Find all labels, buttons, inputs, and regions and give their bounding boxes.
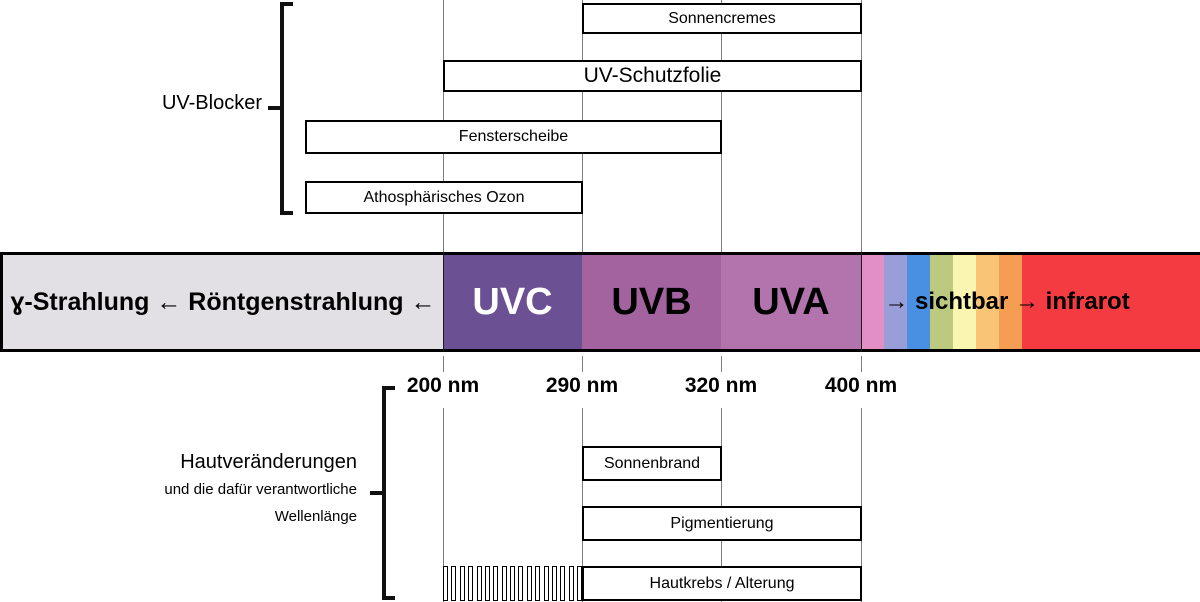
rainbow-stripe [930, 255, 953, 349]
hautveraenderungen-line3: Wellenlänge [274, 508, 357, 525]
rainbow-stripe [861, 255, 884, 349]
box-uv-schutzfolie: UV-Schutzfolie [443, 60, 862, 92]
rainbow-stripe [884, 255, 907, 349]
hatch-bar [535, 566, 541, 601]
uv-blocker-label: UV-Blocker [161, 92, 262, 114]
hautveraenderungen-line1: Hautveränderungen [180, 451, 357, 473]
hatch-bar [518, 566, 524, 601]
gridline-320nm-bottom [721, 408, 722, 602]
gridline-400nm-bottom [861, 408, 862, 602]
uv-blocker-bracket-tick [268, 106, 280, 110]
gridline-400nm-tick [861, 356, 862, 372]
visible-light-rainbow [861, 255, 1022, 349]
hautveraenderungen-bracket-cap-bottom [382, 596, 395, 600]
uvb-label: UVB [611, 280, 692, 323]
hatch-bar [560, 566, 566, 601]
sichtbar-infrarot-label: → sichtbar → infrarot [884, 288, 1130, 315]
hatch-bar [468, 566, 474, 601]
hautveraenderungen-bracket-cap-top [382, 386, 395, 390]
hautveraenderungen-line2: und die dafür verantwortliche [164, 481, 357, 498]
gridline-290nm-bottom [582, 408, 583, 602]
box-fensterscheibe-label: Fensterscheibe [458, 128, 569, 145]
box-pigmentierung: Pigmentierung [582, 506, 862, 541]
box-sonnencremes-label: Sonnencremes [668, 9, 776, 27]
hatch-bar [493, 566, 499, 601]
uva-label: UVA [752, 280, 830, 323]
hatch-bar [551, 566, 557, 601]
band-segment-uvc: UVC [443, 255, 582, 349]
box-pigmentierung-label: Pigmentierung [670, 514, 774, 532]
hatch-bar [476, 566, 482, 601]
rainbow-stripe [999, 255, 1022, 349]
wavelength-label-320nm: 320 nm [684, 374, 758, 397]
band-segment-uvb: UVB [582, 255, 721, 349]
box-uv-schutzfolie-label: UV-Schutzfolie [583, 64, 722, 87]
box-athosphaerisches-ozon-label: Athosphärisches Ozon [363, 188, 525, 206]
uv-blocker-bracket-cap-top [280, 2, 293, 6]
gamma-xray-label: ɣ-Strahlung ← Röntgenstrahlung ← [10, 287, 436, 316]
wavelength-label-200nm: 200 nm [406, 374, 480, 397]
box-hautkrebs-alterung: Hautkrebs / Alterung [582, 566, 862, 601]
uv-blocker-bracket-cap-bottom [280, 211, 293, 215]
hatch-bar [543, 566, 549, 601]
hatch-bar [451, 566, 457, 601]
rainbow-stripe [953, 255, 976, 349]
band-segment-gamma-xray: ɣ-Strahlung ← Röntgenstrahlung ← [3, 255, 443, 349]
band-segment-uva: UVA [721, 255, 861, 349]
rainbow-stripe [907, 255, 930, 349]
gridline-290nm-tick [582, 356, 583, 372]
gridline-200nm-tick [443, 356, 444, 372]
rainbow-stripe [976, 255, 999, 349]
box-fensterscheibe: Fensterscheibe [305, 120, 722, 154]
spectrum-band: ɣ-Strahlung ← Röntgenstrahlung ← UVC UVB… [0, 252, 1200, 352]
gridline-400nm-top [861, 0, 862, 252]
gridline-320nm-tick [721, 356, 722, 372]
hautveraenderungen-bracket-tick [370, 491, 382, 495]
hatch-bar [459, 566, 465, 601]
band-separator-200nm [443, 252, 444, 352]
uvc-label: UVC [472, 280, 553, 323]
box-athosphaerisches-ozon: Athosphärisches Ozon [305, 181, 583, 214]
hautveraenderungen-label: Hautveränderungen und die dafür verantwo… [164, 449, 357, 531]
hatch-bar [484, 566, 490, 601]
wavelength-label-290nm: 290 nm [545, 374, 619, 397]
hatch-bar [568, 566, 574, 601]
uv-blocker-bracket [280, 2, 284, 215]
wavelength-label-400nm: 400 nm [824, 374, 898, 397]
band-separator-400nm [861, 252, 862, 352]
hatch-bar [443, 566, 448, 601]
box-sonnenbrand: Sonnenbrand [582, 446, 722, 481]
band-segment-infrared [1022, 255, 1200, 349]
hatch-bar [526, 566, 532, 601]
hatch-bar [510, 566, 515, 601]
box-sonnencremes: Sonnencremes [582, 3, 862, 34]
box-hautkrebs-alterung-label: Hautkrebs / Alterung [649, 574, 795, 592]
hatch-region-uvc [443, 566, 582, 601]
box-sonnenbrand-label: Sonnenbrand [603, 454, 701, 472]
hautveraenderungen-bracket [382, 386, 386, 600]
hatch-bar [577, 566, 582, 601]
hatch-bar [501, 566, 507, 601]
gridline-200nm-bottom [443, 408, 444, 602]
